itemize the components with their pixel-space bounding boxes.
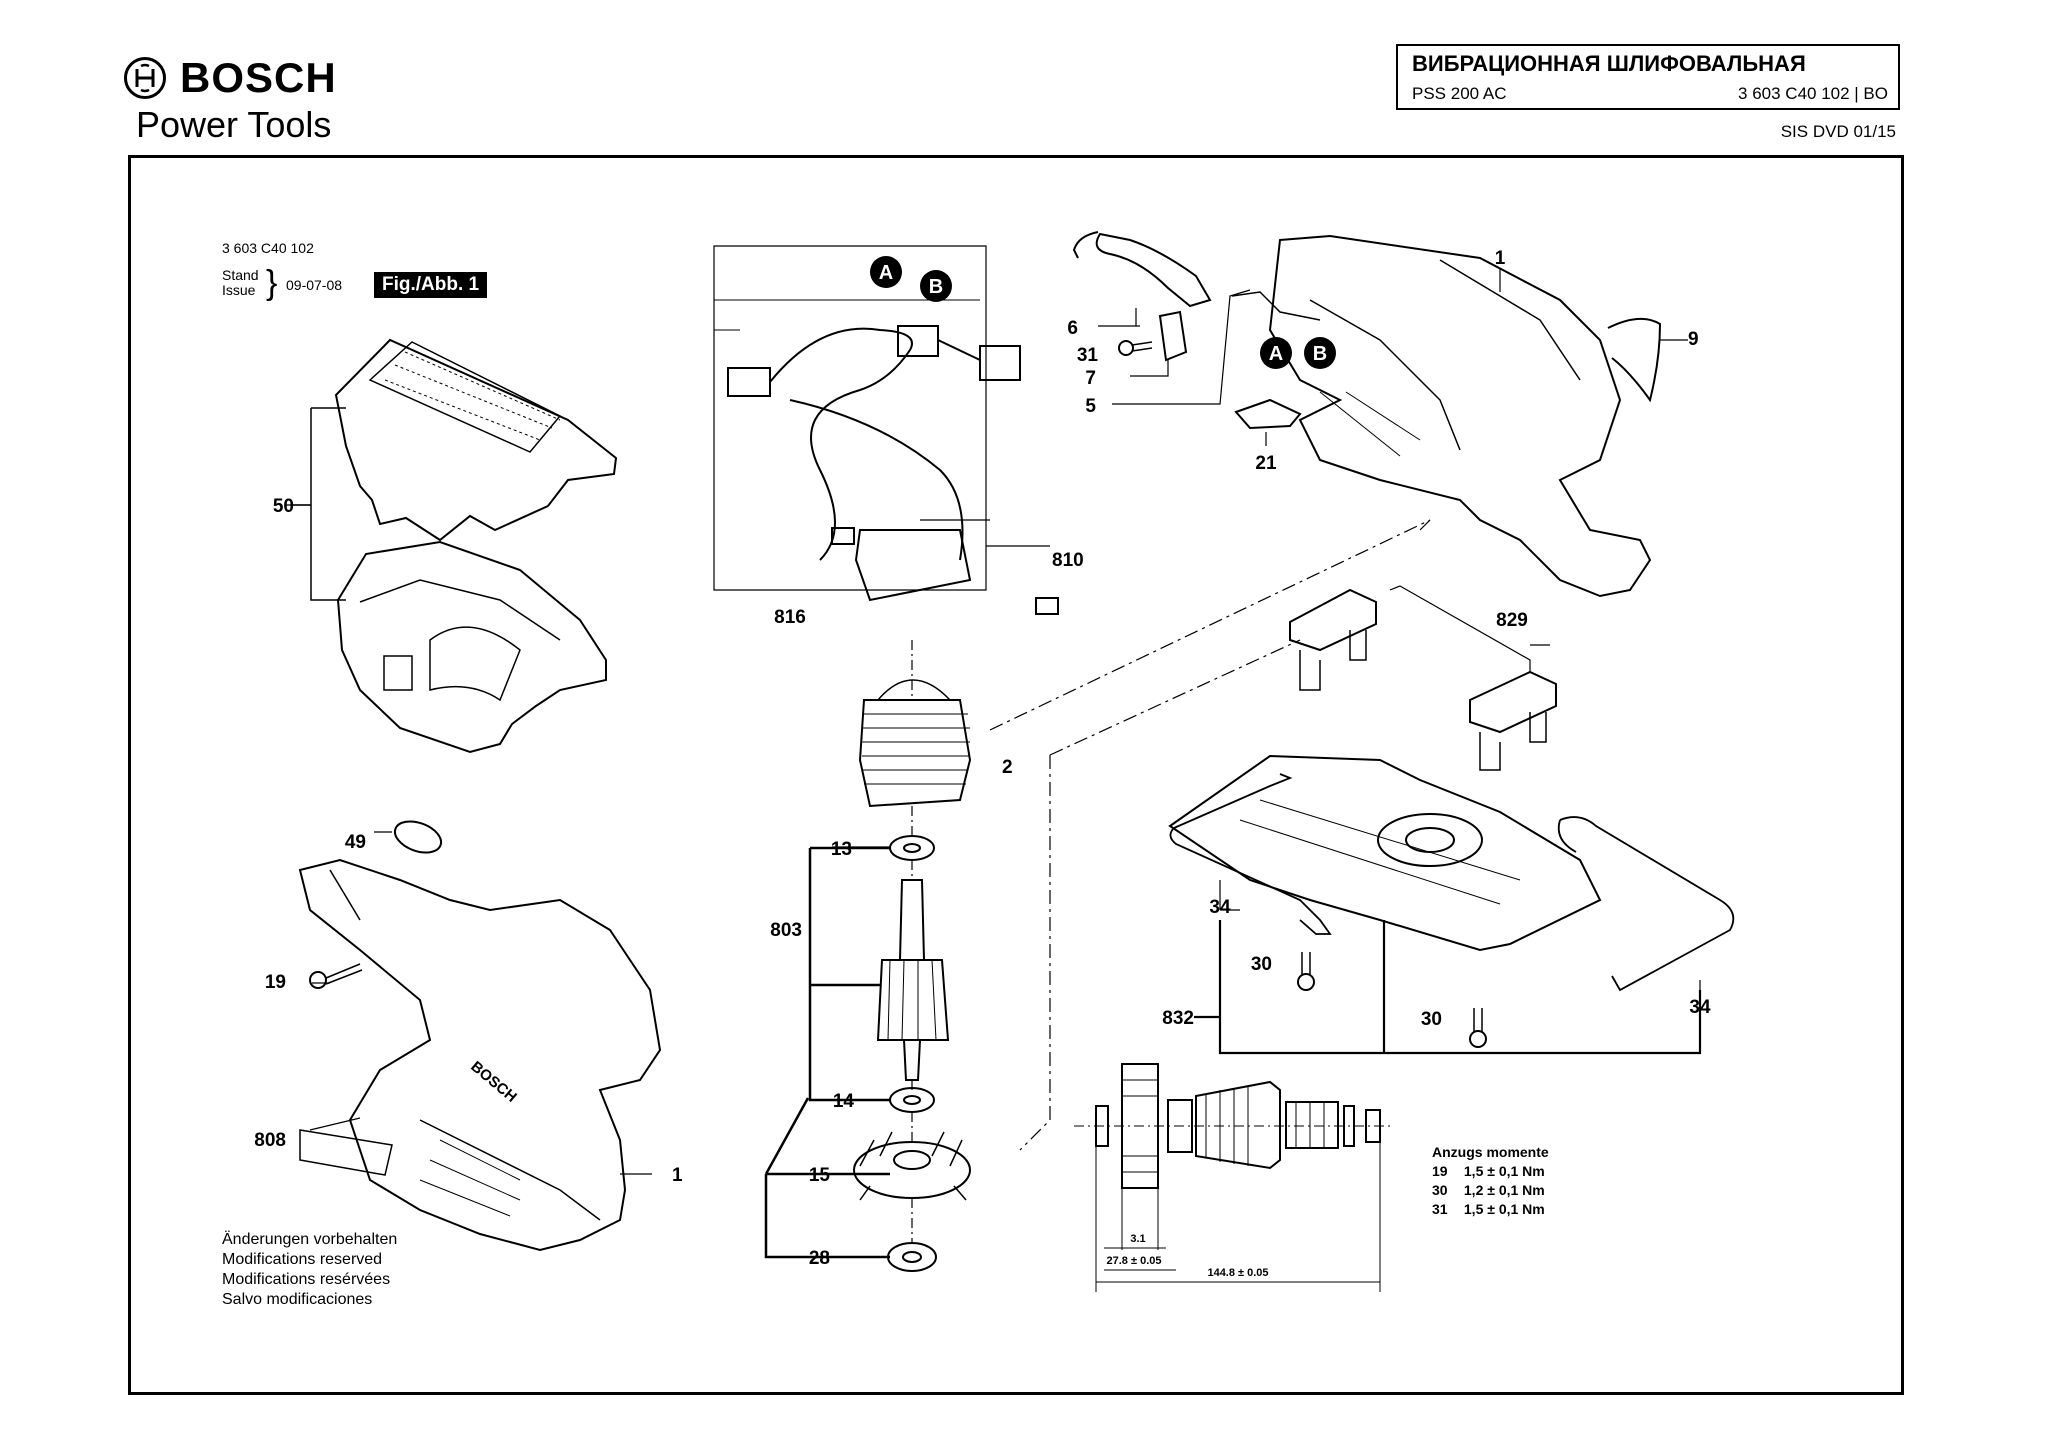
part-label-9: 9 (1688, 329, 1699, 350)
connector-b-marker: B (920, 270, 952, 302)
dimension-144-8: 144.8 ± 0.05 (1207, 1267, 1268, 1279)
connector-a-label: A (879, 262, 893, 284)
part-label-28: 28 (809, 1248, 830, 1269)
bearing-13 (889, 835, 935, 861)
torque-table: Anzugs momente 19 1,5 ± 0,1 Nm 30 1,2 ± … (1432, 1143, 1549, 1219)
torque-part: 19 (1432, 1163, 1448, 1179)
screw-19 (309, 963, 363, 989)
connector-a-marker-2: A (1260, 337, 1292, 369)
part-label-829: 829 (1496, 610, 1528, 631)
part-label-816: 816 (774, 607, 806, 628)
torque-row: 19 1,5 ± 0,1 Nm (1432, 1162, 1549, 1181)
modification-notes: Änderungen vorbehalten Modifications res… (222, 1230, 397, 1310)
part-label-34-right: 34 (1689, 997, 1711, 1018)
connector-b-marker-2: B (1304, 337, 1336, 369)
armature-dimension-drawing (1074, 1063, 1392, 1292)
power-cord-entry (1072, 231, 1212, 308)
part-label-34-left: 34 (1209, 897, 1231, 918)
sheet-date: 09-07-08 (286, 277, 343, 293)
stand-label: Stand (222, 267, 259, 283)
o-ring (393, 820, 443, 854)
part-label-50: 50 (273, 496, 294, 517)
part-label-1-front: 1 (672, 1165, 683, 1186)
part-label-13: 13 (831, 839, 852, 860)
part-label-810: 810 (1052, 550, 1084, 571)
dimension-27-8: 27.8 ± 0.05 (1107, 1255, 1162, 1267)
connector-b-label-2: B (1313, 343, 1327, 365)
product-title: ВИБРАЦИОННАЯ ШЛИФОВАЛЬНАЯ (1412, 51, 1806, 76)
part-label-14: 14 (833, 1091, 855, 1112)
part-label-803: 803 (770, 920, 802, 941)
issue-label: Issue (222, 282, 256, 298)
spring-clip-left (1169, 773, 1332, 935)
cord-clamp (1158, 310, 1188, 362)
housing-brand-text: BOSCH (467, 1058, 519, 1106)
bosch-armature-icon (124, 57, 166, 99)
part-label-808: 808 (254, 1130, 286, 1151)
stator (858, 679, 972, 808)
part-label-15: 15 (809, 1165, 831, 1186)
part-label-5: 5 (1085, 396, 1096, 417)
connector-b-label: B (929, 276, 943, 298)
part-label-30-left: 30 (1251, 954, 1272, 975)
note-en: Modifications reserved (222, 1251, 383, 1268)
dimension-3-1: 3.1 (1130, 1233, 1145, 1245)
part-label-1-housing: 1 (1495, 248, 1506, 269)
brand-tagline: Power Tools (136, 104, 332, 145)
cable-harness (727, 325, 1059, 615)
part-number: 3 603 C40 102 | BO (1738, 84, 1888, 103)
edition-label: SIS DVD 01/15 (1780, 122, 1896, 141)
part-label-49: 49 (345, 832, 366, 853)
note-es: Salvo modificaciones (222, 1291, 373, 1308)
torque-value: 1,5 ± 0,1 Nm (1463, 1163, 1545, 1179)
clamp-bar-left (1289, 588, 1377, 691)
sheet-code: 3 603 C40 102 (222, 240, 314, 256)
label-9 (1607, 317, 1662, 403)
connector-a-label-2: A (1269, 343, 1283, 365)
bearing-28 (887, 1242, 937, 1272)
torque-part: 30 (1432, 1182, 1448, 1198)
torque-part: 31 (1432, 1201, 1448, 1217)
torque-title: Anzugs momente (1432, 1144, 1549, 1160)
clamp-bar-right (1469, 670, 1557, 771)
title-block: ВИБРАЦИОННАЯ ШЛИФОВАЛЬНАЯ PSS 200 AC 3 6… (1396, 44, 1900, 110)
dust-box-container (336, 540, 607, 754)
part-label-7: 7 (1085, 368, 1096, 389)
motor-housing (1268, 234, 1652, 598)
torque-value: 1,2 ± 0,1 Nm (1463, 1182, 1545, 1198)
part-label-832: 832 (1162, 1008, 1194, 1029)
screw-30-left (1297, 952, 1315, 991)
cable-holder (1234, 398, 1302, 430)
stand-issue-label: Stand Issue (222, 268, 259, 298)
part-label-30-right: 30 (1421, 1009, 1442, 1030)
spring-clip-right (1557, 816, 1735, 992)
housing-front (298, 858, 662, 1252)
part-label-31: 31 (1077, 345, 1099, 366)
screw-31 (1118, 340, 1153, 356)
note-de: Änderungen vorbehalten (222, 1231, 398, 1248)
dust-box-lid (334, 338, 618, 542)
torque-row: 30 1,2 ± 0,1 Nm (1432, 1181, 1549, 1200)
base-plate (1168, 754, 1602, 952)
torque-row: 31 1,5 ± 0,1 Nm (1432, 1200, 1549, 1219)
brand-name: BOSCH (180, 54, 337, 101)
armature (876, 879, 950, 1081)
drawing-frame (128, 155, 1904, 1395)
part-label-2: 2 (1002, 757, 1013, 778)
connector-a-marker: A (870, 256, 902, 288)
fan (853, 1131, 971, 1201)
model-name: PSS 200 AC (1412, 84, 1507, 103)
nameplate (299, 1129, 393, 1176)
torque-value: 1,5 ± 0,1 Nm (1463, 1201, 1545, 1217)
brand-logo: BOSCH (124, 52, 337, 104)
bearing-14 (889, 1087, 935, 1113)
brace-icon: } (266, 264, 278, 302)
part-label-6: 6 (1067, 318, 1078, 339)
figure-tag: Fig./Abb. 1 (374, 272, 488, 298)
part-label-21: 21 (1255, 453, 1277, 474)
note-fr: Modifications resérvées (222, 1271, 391, 1288)
screw-30-right (1469, 1008, 1487, 1048)
part-label-19: 19 (265, 972, 286, 993)
